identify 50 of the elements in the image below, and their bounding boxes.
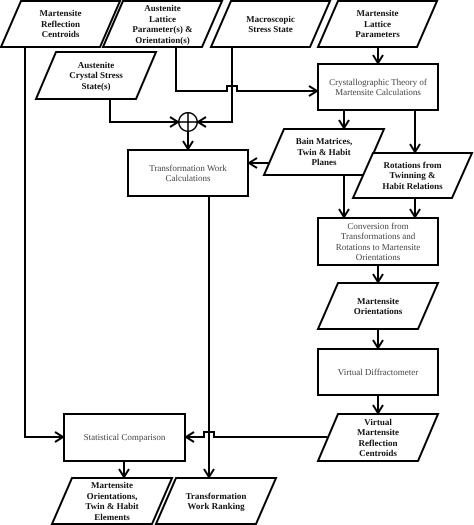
node-label: Virtual Diffractometer	[336, 366, 420, 378]
arrow	[409, 111, 421, 153]
node-label: Transformation Work Ranking	[184, 490, 248, 512]
arrow	[185, 431, 328, 443]
arrow	[372, 396, 384, 414]
arrow	[24, 48, 64, 443]
node-label: Austenite Crystal Stress State(s)	[68, 60, 124, 92]
node-label: Bain Matrices, Twin & Habit Planes	[294, 136, 354, 168]
process-box	[317, 348, 439, 396]
data-parallelogram	[35, 51, 157, 100]
process-box	[317, 63, 439, 111]
arrow	[248, 157, 268, 169]
process-box	[317, 217, 439, 266]
data-parallelogram	[51, 477, 173, 525]
arrow	[409, 199, 421, 218]
data-parallelogram	[317, 282, 439, 330]
node-label: Rotations from Twinning & Habit Relations	[381, 160, 444, 192]
arrow	[118, 462, 130, 478]
node-label: Martensite Lattice Parameters	[354, 8, 401, 40]
data-parallelogram	[317, 413, 439, 462]
data-parallelogram	[263, 128, 385, 176]
arrow	[372, 330, 384, 349]
node-label: Virtual Martensite Reflection Centroids	[356, 416, 400, 458]
arrow	[372, 48, 384, 64]
summing-junction-icon	[178, 112, 198, 132]
arrow	[109, 100, 179, 128]
node-label: Conversion from Transformations and Rotations to Martensite Orientations	[334, 220, 422, 262]
data-parallelogram	[210, 0, 331, 48]
arrow	[197, 48, 233, 128]
node-label: Statistical Comparison	[82, 432, 166, 443]
arrow	[338, 111, 350, 129]
arrow	[175, 48, 318, 97]
node-label: Macroscopic Stress State	[245, 14, 296, 34]
node-label: Crystallographic Theory of Martensite Calculations	[328, 76, 428, 98]
node-label: Martensite Orientations	[352, 296, 404, 316]
process-box	[63, 413, 186, 462]
node-label: Austenite Lattice Parameter(s) & Orientation(s)	[131, 3, 194, 45]
process-box	[127, 149, 249, 197]
data-parallelogram	[0, 0, 121, 48]
node-label: Martensite Orientations, Twin & Habit Elements	[84, 480, 140, 522]
arrow	[203, 197, 215, 478]
node-label: Transformation Work Calculations	[148, 162, 228, 184]
data-parallelogram	[155, 477, 277, 525]
arrow	[372, 266, 384, 283]
data-parallelogram	[102, 0, 223, 48]
arrow	[182, 132, 194, 150]
data-parallelogram	[317, 0, 438, 48]
node-label: Martensite Reflection Centroids	[38, 8, 82, 40]
data-parallelogram	[352, 152, 473, 199]
arrow	[338, 176, 350, 218]
